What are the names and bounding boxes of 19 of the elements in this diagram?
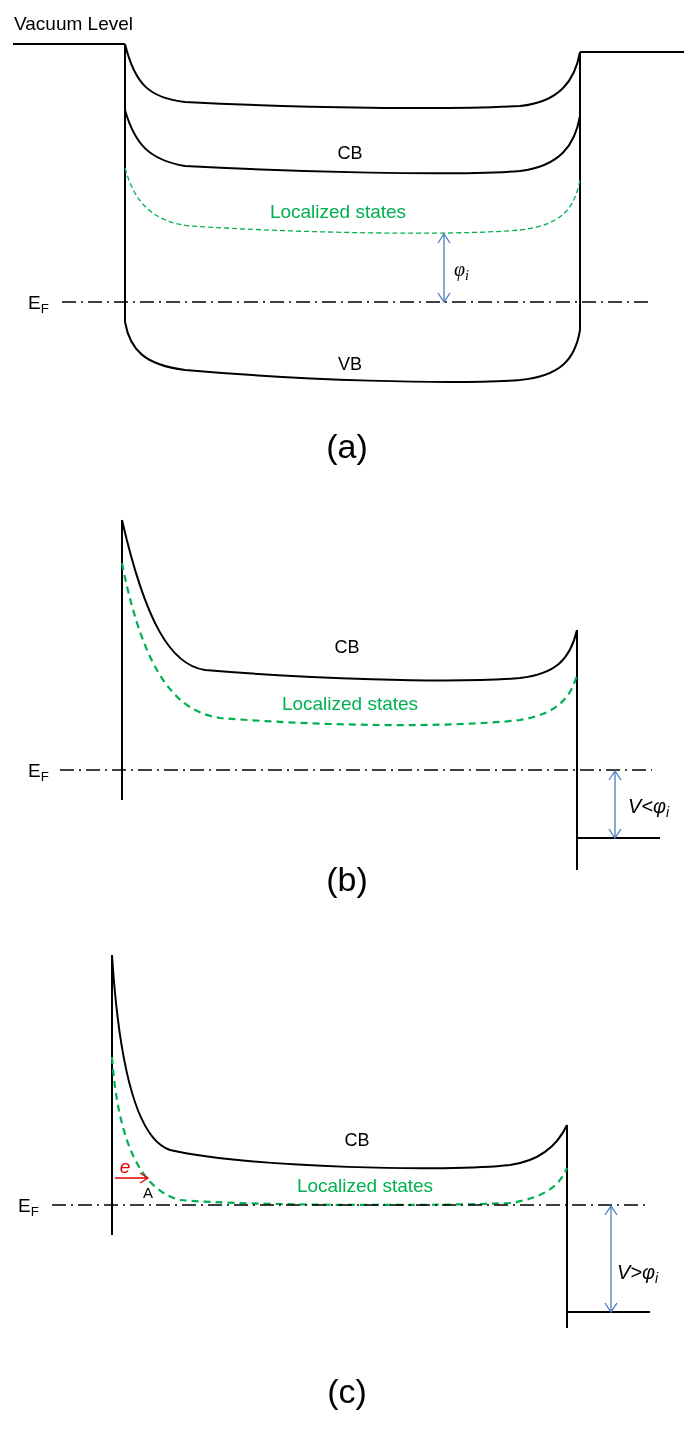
localized-states-label: Localized states — [296, 1175, 434, 1197]
fermi-level-label: E$_{F}$ — [28, 292, 49, 314]
panel-label: (b) — [326, 861, 368, 899]
electron-symbol: e — [119, 1156, 131, 1178]
panel-label: (a) — [326, 428, 368, 466]
localized-states-label: Localized states — [281, 693, 419, 715]
fermi-level-label: E$_{F}$ — [28, 760, 49, 782]
voltage-label: V<φ$_{i}$ — [628, 795, 670, 817]
vacuum-level-label: Vacuum Level — [14, 13, 133, 35]
fermi-level-label: E$_{F}$ — [18, 1195, 39, 1217]
band-label: CB — [344, 1131, 370, 1151]
localized-states-label: Localized states — [269, 201, 407, 223]
band-label: CB — [337, 144, 363, 164]
voltage-label: V>φ$_{i}$ — [617, 1261, 659, 1283]
barrier-symbol: φ$_{i}$ — [454, 258, 469, 280]
band-label: CB — [334, 638, 360, 658]
panel-label: (c) — [327, 1373, 367, 1411]
point-label: A — [143, 1184, 153, 1202]
band-label: VB — [338, 355, 362, 375]
